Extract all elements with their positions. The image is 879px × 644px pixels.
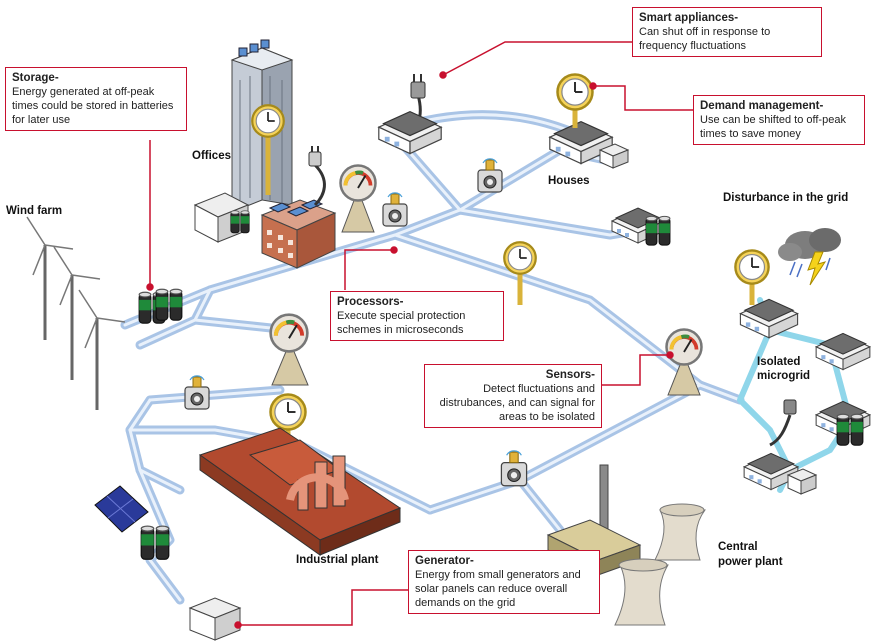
demand-management-callout-text: Use can be shifted to off-peak times to … [700,114,846,140]
office-gauge-icon [251,104,285,195]
office-plug-icon [308,146,326,207]
generator-callout: Generator- Energy from small generators … [408,550,600,614]
central-processor-icon [382,192,408,227]
solar-panel-icon [94,485,149,533]
wind-turbine [26,216,74,340]
storage-callout-text: Energy generated at off-peak times could… [12,86,174,126]
smart-appliances-callout-title: Smart appliances- [639,12,739,24]
sensors-callout-text: Detect fluctuations and distrubances, an… [439,383,595,423]
industrial-meter-icon [268,312,310,386]
industrial-plant-label: Industrial plant [296,554,379,566]
line-processor-icon [500,450,528,487]
processors-callout-text: Execute special protection schemes in mi… [337,310,466,336]
central-power-plant-label: Central power plant [718,541,783,568]
storm-cloud-icon [778,228,841,286]
industrial-processor-icon [184,375,210,410]
house-appliance-box [598,143,630,169]
wind-turbine [53,246,101,380]
generator-callout-title: Generator- [415,555,474,567]
microgrid-appliance-box [786,468,818,495]
wind-farm-label: Wind farm [6,205,63,217]
industrial-plant-building [198,427,402,556]
generator-callout-text: Energy from small generators and solar p… [415,569,581,609]
house-processor-icon [477,158,503,193]
storage-callout: Storage- Energy generated at off-peak ti… [5,67,187,131]
microgrid-house-icon [815,332,871,371]
callout-leader-lines [146,41,693,629]
microgrid-gauge-icon [734,249,770,305]
smart-appliances-callout-text: Can shut off in response to frequency fl… [639,26,771,52]
storage-callout-title: Storage- [12,72,59,84]
houses-label: Houses [548,175,590,187]
sensors-callout-title: Sensors- [545,369,595,381]
wind-farm [26,216,126,410]
power-grid-network [120,110,745,605]
grid-meter-icon [338,163,378,233]
grid-gauge-icon [503,241,537,305]
sensors-callout: Sensors- Detect fluctuations and distrub… [424,364,602,428]
demand-management-callout: Demand management- Use can be shifted to… [693,95,865,145]
wind-turbine [78,289,126,410]
grid-sensor-meter-icon [664,327,704,396]
offices-label: Offices [192,150,231,162]
isolated-microgrid-label: Isolated microgrid [757,356,811,382]
processors-callout-title: Processors- [337,296,404,308]
small-generator-icon [188,597,242,641]
office-generator [193,192,250,243]
demand-management-callout-title: Demand management- [700,100,824,112]
houses-gauge-icon [556,73,594,128]
disturbance-label: Disturbance in the grid [723,192,849,204]
processors-callout: Processors- Execute special protection s… [330,291,504,341]
microgrid-plug-icon [769,399,797,447]
smart-appliances-callout: Smart appliances- Can shut off in respon… [632,7,822,57]
office-building [260,199,337,269]
central-power-plant [546,464,706,626]
